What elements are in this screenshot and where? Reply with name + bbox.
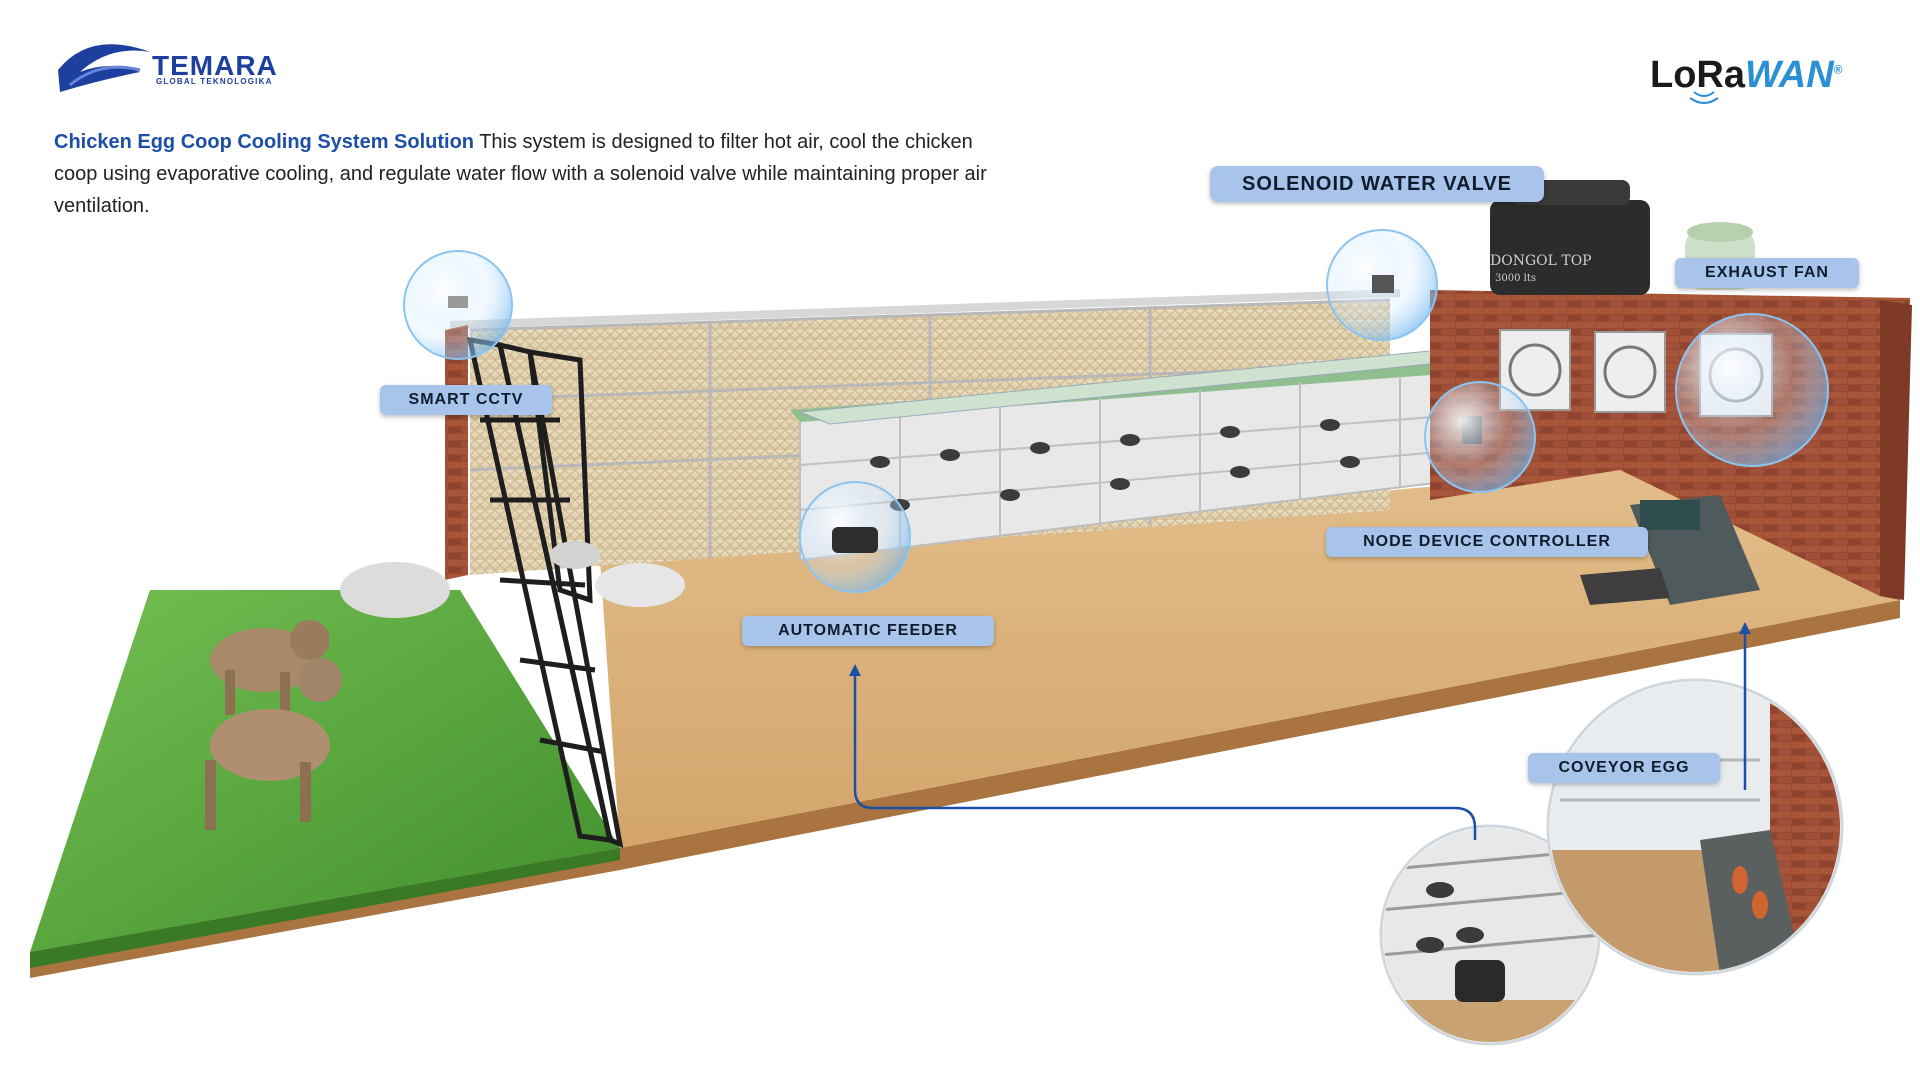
feeder-icon	[832, 527, 878, 553]
rocks	[340, 541, 685, 618]
connector-lines	[853, 630, 1747, 840]
feeder-arrow	[849, 664, 861, 676]
grass-edge	[30, 848, 620, 968]
company-name: TEMARA	[152, 50, 278, 81]
brick-wall-edge	[1880, 300, 1912, 600]
conveyor-arrow	[1739, 622, 1751, 634]
coop-floor	[600, 470, 1900, 848]
water-pipe	[449, 289, 1401, 329]
label-node-device-controller: NODE DEVICE CONTROLLER	[1326, 527, 1648, 557]
label-automatic-feeder: AUTOMATIC FEEDER	[742, 616, 994, 646]
intro-paragraph: Chicken Egg Coop Cooling System Solution…	[54, 126, 1014, 222]
registered-mark: ®	[1833, 62, 1843, 77]
dogs	[205, 620, 342, 830]
cctv-icon	[448, 296, 468, 308]
conveyor-machine	[1580, 495, 1760, 605]
highlight-bubbles	[403, 229, 1829, 593]
intro-body: This system is designed to filter hot ai…	[54, 131, 987, 217]
lorawan-logo: LoRaWAN®	[1650, 54, 1843, 97]
temara-logo-icon	[58, 44, 150, 92]
company-subtitle: GLOBAL TEKNOLOGIKA	[156, 77, 273, 86]
label-solenoid-water-valve: SOLENOID WATER VALVE	[1210, 166, 1544, 202]
slab-edge	[30, 600, 1900, 978]
conveyor-detail-circle	[1546, 678, 1844, 976]
wan-text: WAN	[1745, 54, 1834, 96]
svg-text:3000 lts: 3000 lts	[1495, 273, 1536, 284]
valve-icon	[1372, 275, 1394, 293]
svg-text:DONGOL TOP: DONGOL TOP	[1490, 253, 1592, 269]
intro-title: Chicken Egg Coop Cooling System Solution	[54, 131, 475, 153]
label-exhaust-fan: EXHAUST FAN	[1675, 258, 1859, 288]
grass-area	[30, 590, 620, 952]
label-coveyor-egg: COVEYOR EGG	[1528, 753, 1720, 783]
label-smart-cctv: SMART CCTV	[380, 385, 552, 415]
wave-icon	[1689, 91, 1719, 104]
lora-text: LoRa	[1650, 54, 1745, 96]
left-pillar	[445, 325, 468, 580]
